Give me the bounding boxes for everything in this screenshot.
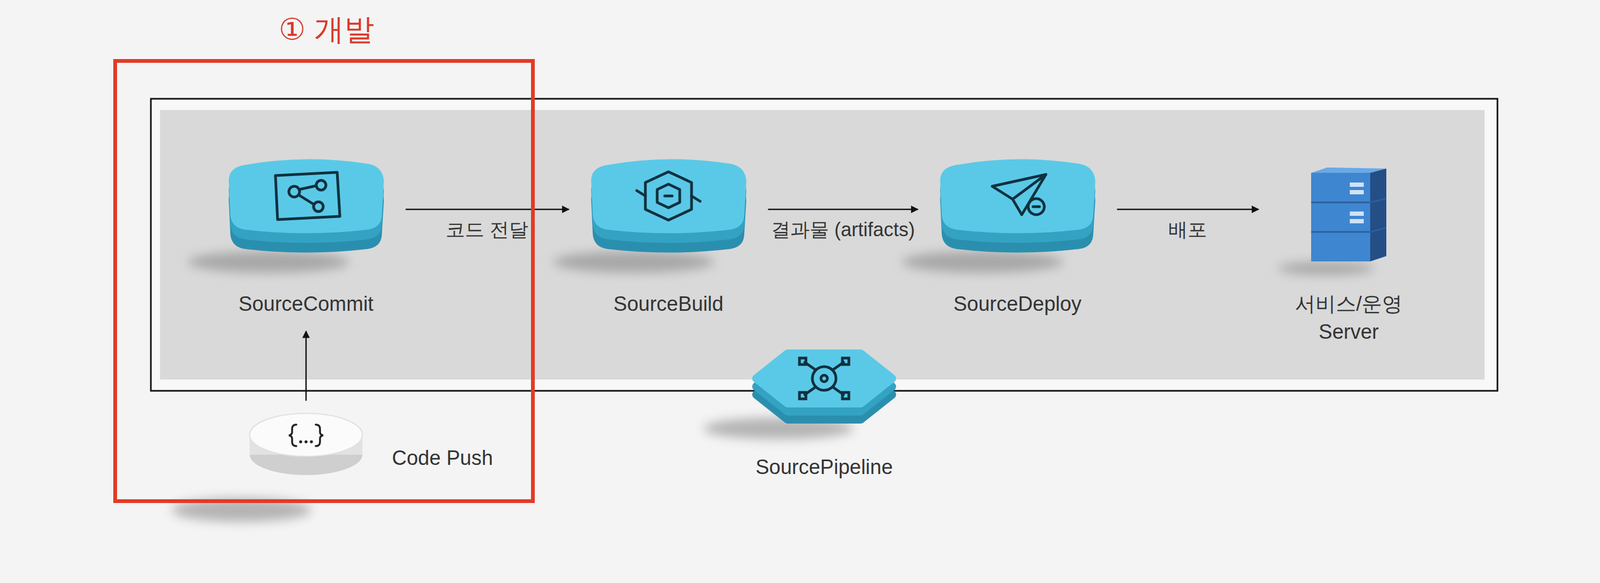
pipeline-outline — [150, 98, 1498, 391]
service-node: SourceDeploy — [933, 153, 1103, 317]
node-icon — [246, 410, 366, 478]
flow-arrow — [1117, 208, 1260, 211]
edge-label: 결과물 (artifacts) — [771, 218, 915, 241]
node-icon — [748, 347, 900, 428]
node-icon — [584, 153, 754, 256]
edge-label-box: 배포 — [1168, 217, 1207, 242]
service-node: 서비스/운영 Server — [1273, 162, 1424, 346]
server-icon — [1305, 162, 1392, 265]
node-label: 서비스/운영 Server — [1273, 289, 1424, 346]
node-icon — [933, 153, 1103, 256]
node-icon — [221, 153, 391, 256]
edge-label-box: 코드 전달 — [445, 217, 529, 242]
edge-label: 코드 전달 — [445, 218, 529, 241]
group-heading: ① 개발 — [278, 11, 375, 48]
service-node: Code Push — [246, 410, 493, 478]
service-node: SourceBuild — [584, 153, 754, 317]
group-frame: ① 개발SourceCommitCode Push — [113, 59, 535, 504]
service-node: SourceCommit — [221, 153, 391, 317]
icon-shadows — [171, 251, 1375, 522]
node-label: SourcePipeline — [755, 454, 893, 480]
edge-label: 배포 — [1168, 218, 1207, 241]
edge-label-box: 결과물 (artifacts) — [771, 217, 915, 242]
commit-icon — [221, 153, 391, 256]
flow-arrow — [305, 331, 308, 402]
service-node: SourcePipeline — [748, 347, 900, 480]
node-label: SourceBuild — [613, 291, 724, 317]
code-push-icon — [246, 410, 366, 478]
node-icon — [1305, 162, 1392, 265]
node-label: SourceDeploy — [953, 291, 1082, 317]
pipeline-band — [160, 110, 1485, 380]
node-label: SourceCommit — [238, 291, 374, 317]
deploy-icon — [933, 153, 1103, 256]
flow-arrow — [768, 208, 919, 211]
pipeline-icon — [748, 347, 900, 428]
flow-arrow — [405, 208, 570, 211]
node-label: Code Push — [391, 445, 493, 471]
build-icon — [584, 153, 754, 256]
